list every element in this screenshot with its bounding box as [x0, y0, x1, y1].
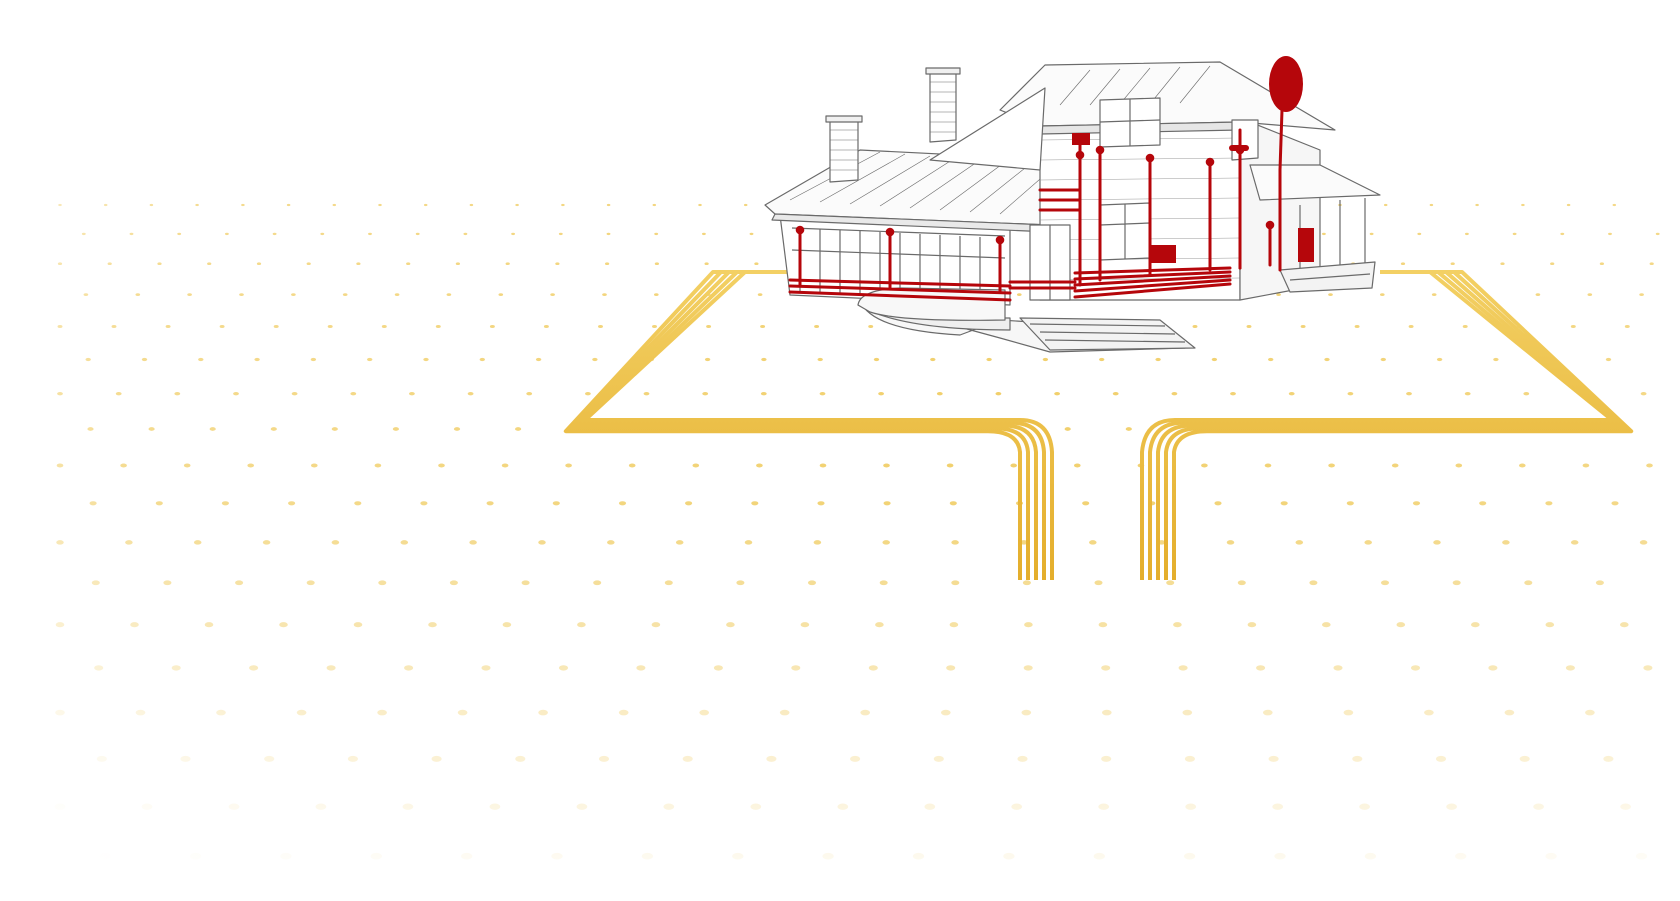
cable-line — [1156, 270, 1624, 580]
cable-line — [578, 270, 1046, 580]
wire — [1073, 278, 1232, 293]
wire-node — [1265, 220, 1275, 230]
electrical-panel-icon — [1150, 245, 1176, 263]
cable-line — [1164, 270, 1629, 580]
junction-box-icon — [1072, 133, 1090, 145]
wire-node — [1205, 157, 1215, 167]
wire — [1073, 282, 1232, 299]
wire — [788, 290, 1012, 302]
electrical-wiring — [788, 128, 1282, 302]
cable-line — [573, 270, 1038, 580]
cable-line — [1172, 270, 1634, 580]
cable-line — [568, 270, 1030, 580]
satellite-dish-icon — [1269, 56, 1303, 171]
wire-node — [885, 227, 895, 237]
wire-node — [1145, 153, 1155, 163]
cable-line — [583, 270, 1054, 580]
wire-node — [795, 225, 805, 235]
wire — [788, 278, 1012, 288]
wire-node — [995, 235, 1005, 245]
cable-line — [1140, 270, 1614, 580]
wire — [788, 284, 1012, 295]
cable-network — [563, 270, 1634, 580]
cable-line — [563, 270, 1022, 580]
cable-line — [1148, 270, 1619, 580]
junction-box-icon — [1298, 228, 1314, 262]
wire — [1073, 274, 1232, 287]
wire-node — [1095, 145, 1105, 155]
